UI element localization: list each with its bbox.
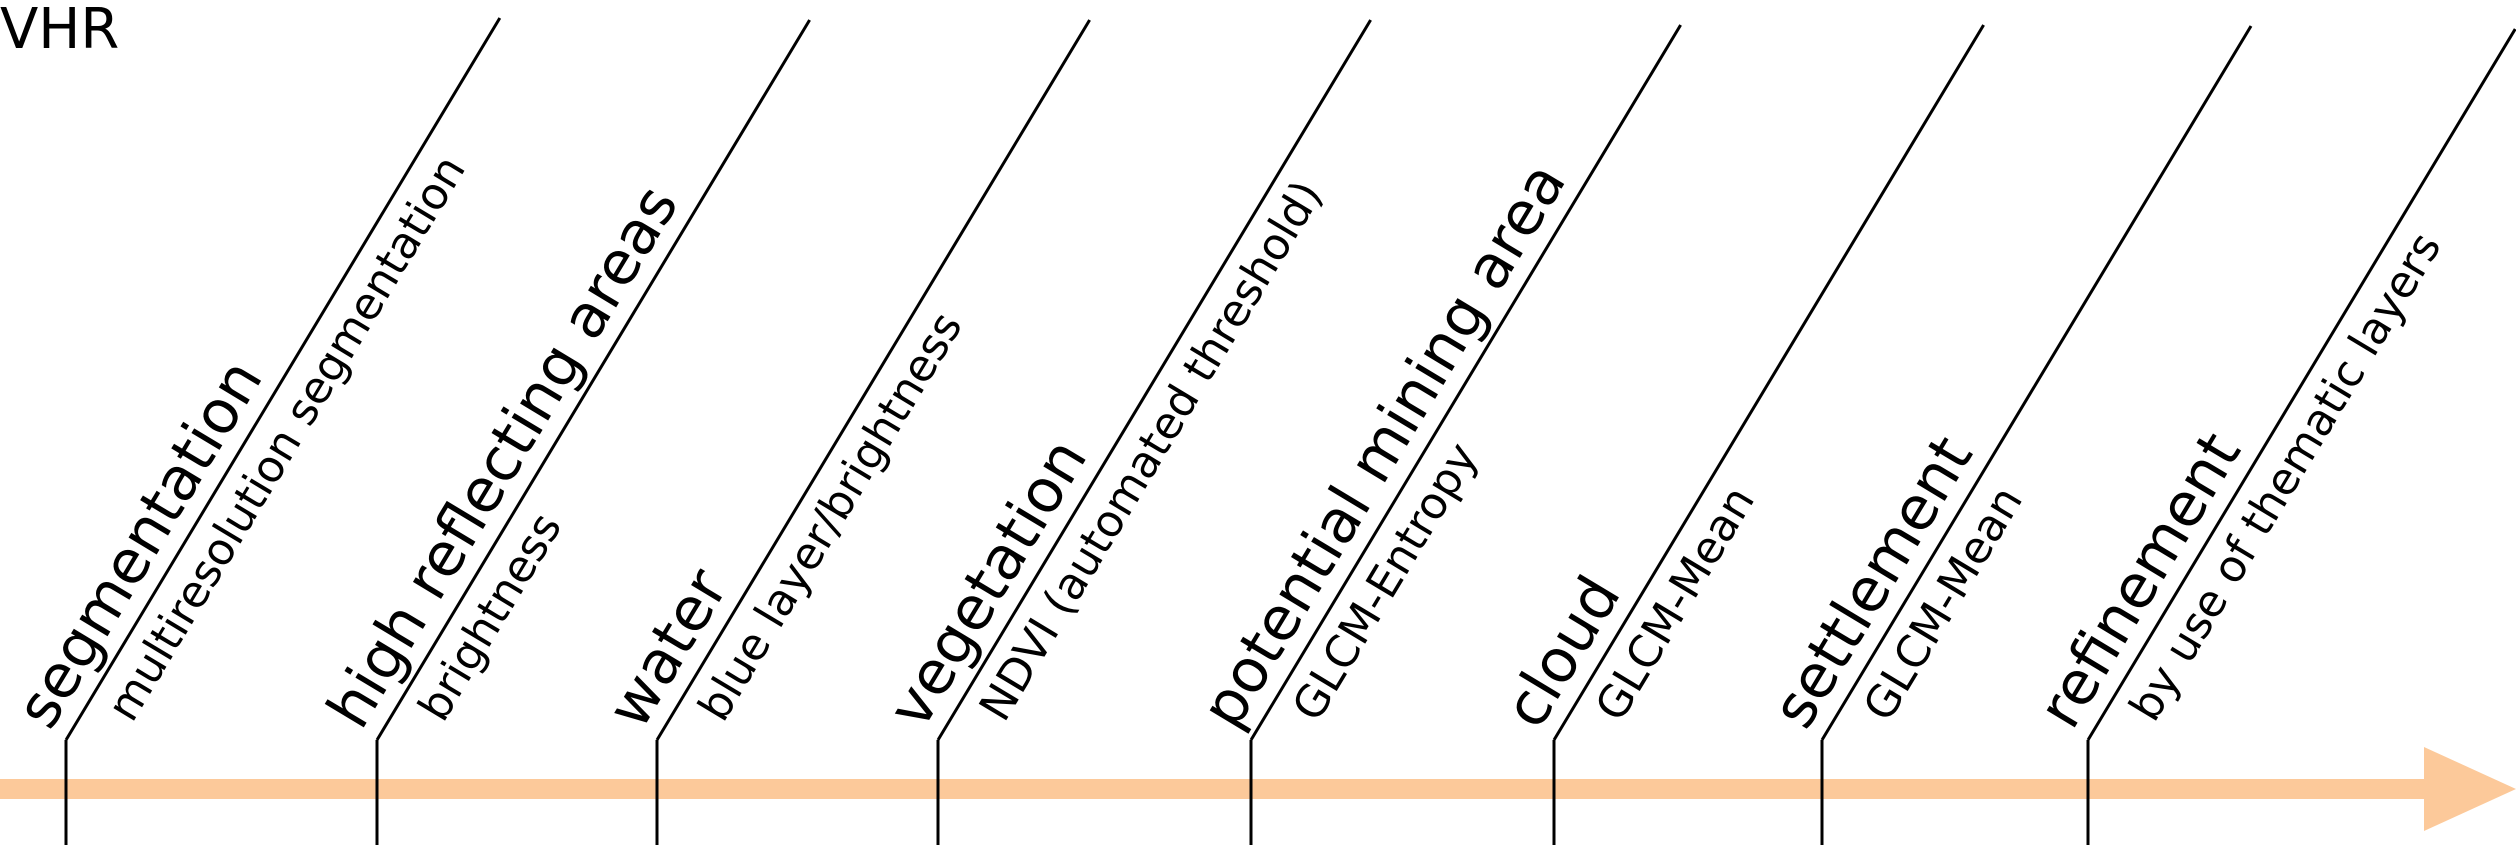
step-leader-line	[64, 17, 502, 741]
timeline-arrow-shaft	[0, 779, 2440, 799]
timeline-arrow	[0, 747, 2516, 831]
diagram-title: VHR	[0, 0, 119, 62]
step-leader-line	[936, 19, 1372, 741]
step-leader-line	[1249, 24, 1682, 741]
step-leader-line	[1820, 25, 2253, 741]
step-leader-line	[2086, 28, 2516, 741]
timeline-arrow-head	[2424, 747, 2516, 831]
step-leader-line	[375, 19, 811, 741]
step-leader-line	[1552, 24, 1985, 741]
step-leader-line	[655, 19, 1091, 741]
